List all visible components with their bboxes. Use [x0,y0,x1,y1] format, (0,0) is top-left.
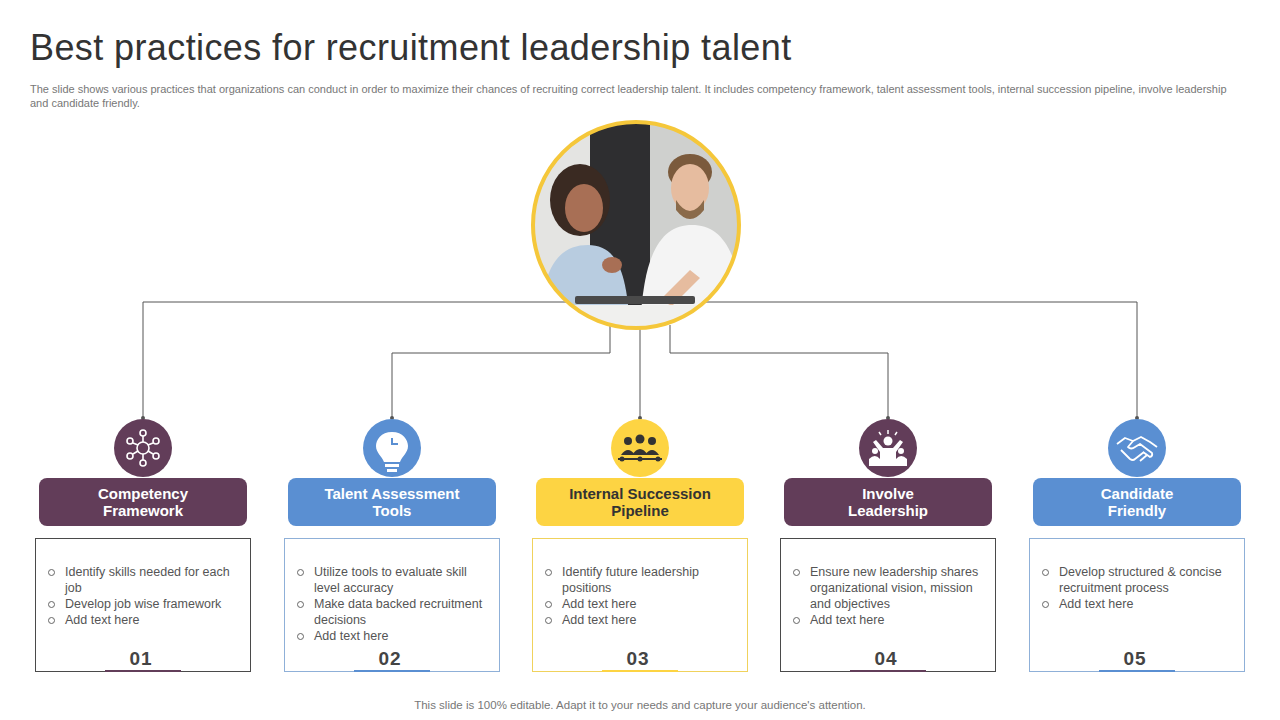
callout-number: 05 [1042,644,1228,671]
bullet-marker [297,569,304,576]
bullet-item: Add text here [1042,596,1228,612]
bullet-marker [793,569,800,576]
icon-competency [114,419,172,477]
heading-pill: Talent Assessment Tools [288,478,496,526]
bullet-item: Develop job wise framework [48,596,234,612]
practice-box: Ensure new leadership shares organizatio… [780,538,996,672]
callout-number: 02 [297,644,483,671]
bullet-marker [297,633,304,640]
bullet-marker [545,617,552,624]
footer-note: This slide is 100% editable. Adapt it to… [0,698,1280,712]
bullet-marker [545,569,552,576]
bullet-item: Make data backed recruitment decisions [297,596,483,628]
icon-pipeline [611,419,669,477]
bullet-item: Add text here [545,596,731,612]
photo-frame [533,122,739,328]
pill-heading: Internal Succession Pipeline [553,485,728,519]
number-underline [105,670,181,672]
number-underline [602,670,678,672]
bullet-item: Ensure new leadership shares organizatio… [793,564,979,612]
bullet-marker [48,617,55,624]
bullet-text: Add text here [562,596,731,612]
bullet-item: Add text here [48,612,234,628]
bullet-item: Identify future leadership positions [545,564,731,596]
icon-assessment [363,419,421,477]
icon-handshake [1108,419,1166,477]
bullet-text: Utilize tools to evaluate skill level ac… [314,564,483,596]
pill-heading: Competency Framework [88,485,198,519]
bullet-text: Develop job wise framework [65,596,234,612]
bullet-marker [297,601,304,608]
bullet-text: Add text here [562,612,731,628]
bullet-marker [48,569,55,576]
practice-box: Identify future leadership positionsAdd … [532,538,748,672]
bullet-text: Develop structured & concise recruitment… [1059,564,1228,596]
pill-heading: Candidate Friendly [1082,485,1192,519]
bullet-text: Ensure new leadership shares organizatio… [810,564,979,612]
bullet-item: Identify skills needed for each job [48,564,234,596]
callout-number: 04 [793,644,979,671]
pill-heading: Talent Assessment Tools [317,485,467,519]
practice-box: Utilize tools to evaluate skill level ac… [284,538,500,672]
bullet-marker [793,617,800,624]
bullet-item: Add text here [793,612,979,628]
number-underline [850,670,926,672]
heading-pill: Candidate Friendly [1033,478,1241,526]
bullet-text: Add text here [65,612,234,628]
photo [530,120,750,335]
wire [143,302,1137,418]
icon-leadership [859,419,917,477]
bullet-item: Utilize tools to evaluate skill level ac… [297,564,483,596]
heading-pill: Involve Leadership [784,478,992,526]
bullet-text: Add text here [314,628,483,644]
pill-heading: Involve Leadership [833,485,943,519]
bullet-item: Develop structured & concise recruitment… [1042,564,1228,596]
bullet-marker [1042,569,1049,576]
heading-pill: Internal Succession Pipeline [536,478,744,526]
slide-caption: The slide shows various practices that o… [30,82,1245,110]
bullet-item: Add text here [545,612,731,628]
bullet-text: Identify future leadership positions [562,564,731,596]
practice-box: Identify skills needed for each jobDevel… [35,538,251,672]
heading-pill: Competency Framework [39,478,247,526]
slide-title: Best practices for recruitment leadershi… [30,26,792,70]
bullet-marker [48,601,55,608]
bullet-item: Add text here [297,628,483,644]
bullet-marker [1042,601,1049,608]
bullet-text: Add text here [810,612,979,628]
bullet-text: Identify skills needed for each job [65,564,234,596]
number-underline [1099,670,1175,672]
bullet-text: Make data backed recruitment decisions [314,596,483,628]
number-underline [354,670,430,672]
bullet-marker [545,601,552,608]
practice-box: Develop structured & concise recruitment… [1029,538,1245,672]
callout-number: 01 [48,644,234,671]
callout-number: 03 [545,644,731,671]
bullet-text: Add text here [1059,596,1228,612]
